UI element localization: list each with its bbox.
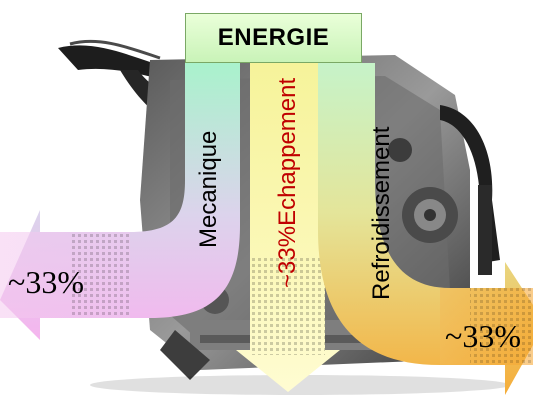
refroidissement-label: Refroidissement	[368, 126, 395, 300]
echappement-label: ~33%Echappement	[274, 77, 301, 288]
mecanique-share: ~33%	[8, 264, 84, 300]
echappement-label-text: Echappement	[274, 77, 301, 226]
flow-arrow-right	[318, 63, 533, 395]
flow-arrow-left	[0, 63, 240, 340]
mecanique-label: Mecanique	[195, 130, 222, 248]
echappement-share: ~33%	[274, 225, 301, 288]
flow-arrow-down	[236, 63, 340, 392]
refroidissement-share: ~33%	[445, 318, 521, 354]
energy-title-box: ENERGIE	[185, 13, 362, 63]
